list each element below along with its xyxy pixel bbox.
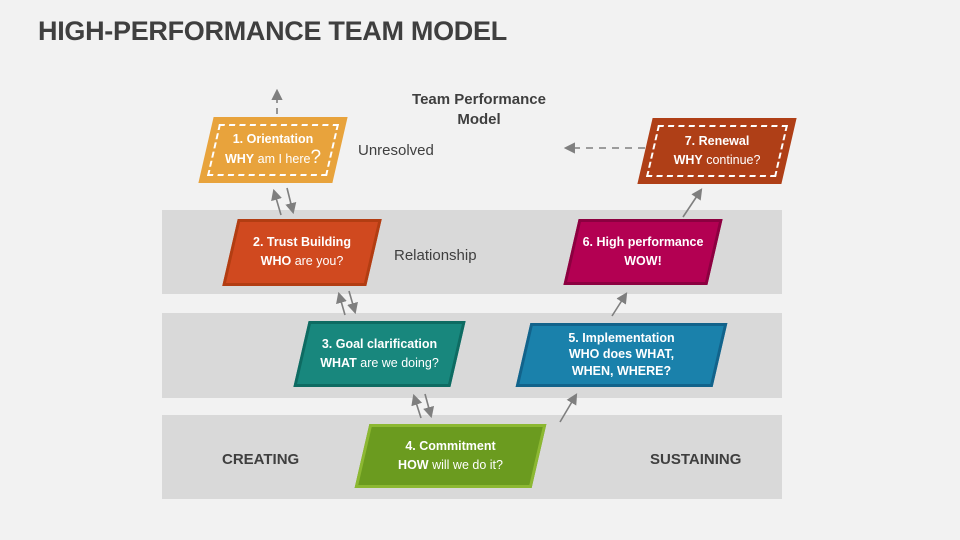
stage-question: WHY continue? <box>673 152 761 167</box>
stage-title: 4. Commitment <box>405 438 496 453</box>
arrow-stage1-to-stage2 <box>285 187 297 215</box>
stage-label-commitment: 4. Commitment HOW will we do it? <box>362 424 539 488</box>
stage-box-high-performance[interactable]: 6. High performance WOW! <box>563 219 723 285</box>
stage-box-implementation[interactable]: 5. Implementation WHO does WHAT, WHEN, W… <box>515 323 728 387</box>
stage-box-commitment[interactable]: 4. Commitment HOW will we do it? <box>354 424 547 488</box>
stage-box-trust-building[interactable]: 2. Trust Building WHO are you? <box>222 219 382 286</box>
model-heading-line1: Team Performance <box>412 91 546 108</box>
stage-question: WOW! <box>624 253 662 268</box>
stage-title: 2. Trust Building <box>253 235 351 250</box>
arrow-stage3-to-stage2 <box>336 291 347 316</box>
label-sustaining: SUSTAINING <box>650 451 742 468</box>
arrow-stage2-to-stage3 <box>347 290 358 315</box>
stage-label-trust-building: 2. Trust Building WHO are you? <box>230 219 374 286</box>
stage-title: 1. Orientation <box>232 132 314 147</box>
stage-question: HOW will we do it? <box>398 457 503 472</box>
stage-box-goal-clarification[interactable]: 3. Goal clarification WHAT are we doing? <box>293 321 466 387</box>
model-heading: Team Performance Model <box>399 90 559 131</box>
stage-box-renewal[interactable]: 7. Renewal WHY continue? <box>637 118 797 184</box>
stage-label-implementation: 5. Implementation WHO does WHAT, WHEN, W… <box>523 323 720 387</box>
stage-question: WHAT are we doing? <box>320 355 439 370</box>
stage-label-goal-clarification: 3. Goal clarification WHAT are we doing? <box>301 321 458 387</box>
stage-question: WHY am I here? <box>224 147 322 168</box>
stage-title: 7. Renewal <box>684 133 750 148</box>
stage-title: 3. Goal clarification <box>321 336 438 351</box>
slide-title: HIGH-PERFORMANCE TEAM MODEL <box>38 16 507 46</box>
model-heading-line2: Model <box>457 111 501 129</box>
label-creating: CREATING <box>222 451 300 468</box>
stage-label-renewal: 7. Renewal WHY continue? <box>645 118 789 184</box>
label-relationship: Relationship <box>394 247 477 264</box>
stage-title: 6. High performance <box>582 234 704 249</box>
label-unresolved: Unresolved <box>358 142 434 159</box>
stage-question: WHO does WHAT, <box>568 347 675 362</box>
stage-box-orientation[interactable]: 1. Orientation WHY am I here? <box>198 117 348 183</box>
stage-label-orientation: 1. Orientation WHY am I here? <box>206 117 340 183</box>
stage-question: WHO are you? <box>260 254 344 268</box>
stage-label-high-performance: 6. High performance WOW! <box>571 219 715 285</box>
stage-title: 5. Implementation <box>568 330 675 345</box>
stage-question-line2: WHEN, WHERE? <box>571 363 672 378</box>
